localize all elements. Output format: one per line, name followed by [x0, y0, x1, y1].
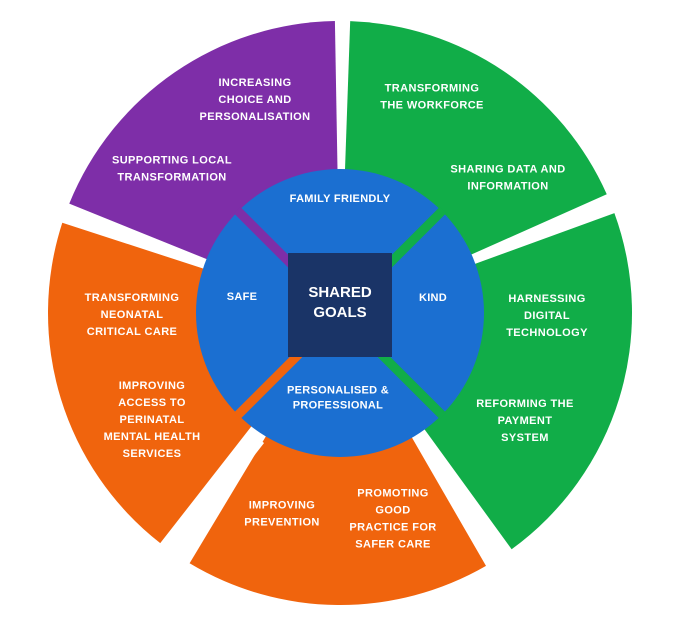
labels: SHARED GOALS FAMILY FRIENDLY KIND SAFE PERSON…	[85, 77, 588, 551]
label-improving-prevention-line: IMPROVING	[249, 500, 316, 512]
label-supporting-local-transformation: SUPPORTING LOCAL TRANSFORMATION	[112, 155, 232, 184]
label-harnessing-digital-line: HARNESSING	[508, 293, 585, 305]
label-supporting-local-transformation-line: TRANSFORMATION	[117, 172, 226, 184]
label-increasing-choice: INCREASING CHOICE AND PERSONALISATION	[200, 77, 311, 123]
label-sharing-data-line: INFORMATION	[467, 181, 548, 193]
divider-orange	[233, 350, 303, 420]
label-reforming-payment-line: PAYMENT	[498, 415, 553, 427]
label-improving-prevention-line: PREVENTION	[244, 517, 320, 529]
label-sharing-data: SHARING DATA AND INFORMATION	[450, 164, 565, 193]
inner-label-kind-line: KIND	[419, 292, 447, 304]
label-transforming-neonatal-line: CRITICAL CARE	[87, 326, 178, 338]
label-improving-access-line: SERVICES	[123, 448, 182, 460]
label-reforming-payment-line: REFORMING THE	[476, 398, 573, 410]
label-improving-access-line: PERINATAL	[120, 414, 185, 426]
label-promoting-good-practice-line: SAFER CARE	[355, 539, 431, 551]
label-harnessing-digital-line: TECHNOLOGY	[506, 327, 588, 339]
divider-green-bottom	[377, 350, 447, 420]
inner-label-family-friendly-line: FAMILY FRIENDLY	[290, 193, 391, 205]
label-improving-access-line: MENTAL HEALTH	[104, 431, 201, 443]
inner-label-safe: SAFE	[227, 291, 258, 303]
inner-label-kind: KIND	[419, 292, 447, 304]
inner-label-safe-line: SAFE	[227, 291, 258, 303]
center-square	[288, 253, 392, 357]
center-title-line1: SHARED	[308, 284, 372, 301]
label-reforming-payment: REFORMING THE PAYMENT SYSTEM	[476, 398, 573, 444]
label-promoting-good-practice: PROMOTING GOOD PRACTICE FOR SAFER CARE	[349, 488, 436, 551]
label-sharing-data-line: SHARING DATA AND	[450, 164, 565, 176]
label-improving-access-line: ACCESS TO	[118, 397, 186, 409]
label-transforming-neonatal-line: NEONATAL	[101, 309, 164, 321]
label-improving-prevention: IMPROVING PREVENTION	[244, 500, 320, 529]
label-transforming-workforce-line: TRANSFORMING	[385, 83, 480, 95]
label-increasing-choice-line: PERSONALISATION	[200, 111, 311, 123]
center-title-line2: GOALS	[313, 304, 366, 321]
inner-label-personalised-professional-line: PROFESSIONAL	[293, 400, 383, 412]
label-increasing-choice-line: INCREASING	[218, 77, 291, 89]
label-promoting-good-practice-line: PROMOTING	[357, 488, 428, 500]
inner-label-personalised-professional: PERSONALISED & PROFESSIONAL	[287, 385, 389, 412]
label-transforming-workforce-line: THE WORKFORCE	[380, 100, 484, 112]
inner-label-personalised-professional-line: PERSONALISED &	[287, 385, 389, 397]
segment-orange-bottom	[189, 313, 486, 605]
label-promoting-good-practice-line: GOOD	[375, 505, 410, 517]
label-supporting-local-transformation-line: SUPPORTING LOCAL	[112, 155, 232, 167]
label-improving-access-line: IMPROVING	[119, 380, 186, 392]
label-increasing-choice-line: CHOICE AND	[218, 94, 291, 106]
inner-label-family-friendly: FAMILY FRIENDLY	[290, 193, 391, 205]
label-harnessing-digital-line: DIGITAL	[524, 310, 570, 322]
label-promoting-good-practice-line: PRACTICE FOR	[349, 522, 436, 534]
center-box	[288, 253, 392, 357]
label-harnessing-digital: HARNESSING DIGITAL TECHNOLOGY	[506, 293, 588, 339]
label-transforming-neonatal: TRANSFORMING NEONATAL CRITICAL CARE	[85, 292, 180, 338]
segment-gap	[164, 437, 265, 562]
label-improving-access: IMPROVING ACCESS TO PERINATAL MENTAL HEALTH…	[104, 380, 201, 460]
label-reforming-payment-line: SYSTEM	[501, 432, 549, 444]
label-transforming-workforce: TRANSFORMING THE WORKFORCE	[380, 83, 484, 112]
label-transforming-neonatal-line: TRANSFORMING	[85, 292, 180, 304]
